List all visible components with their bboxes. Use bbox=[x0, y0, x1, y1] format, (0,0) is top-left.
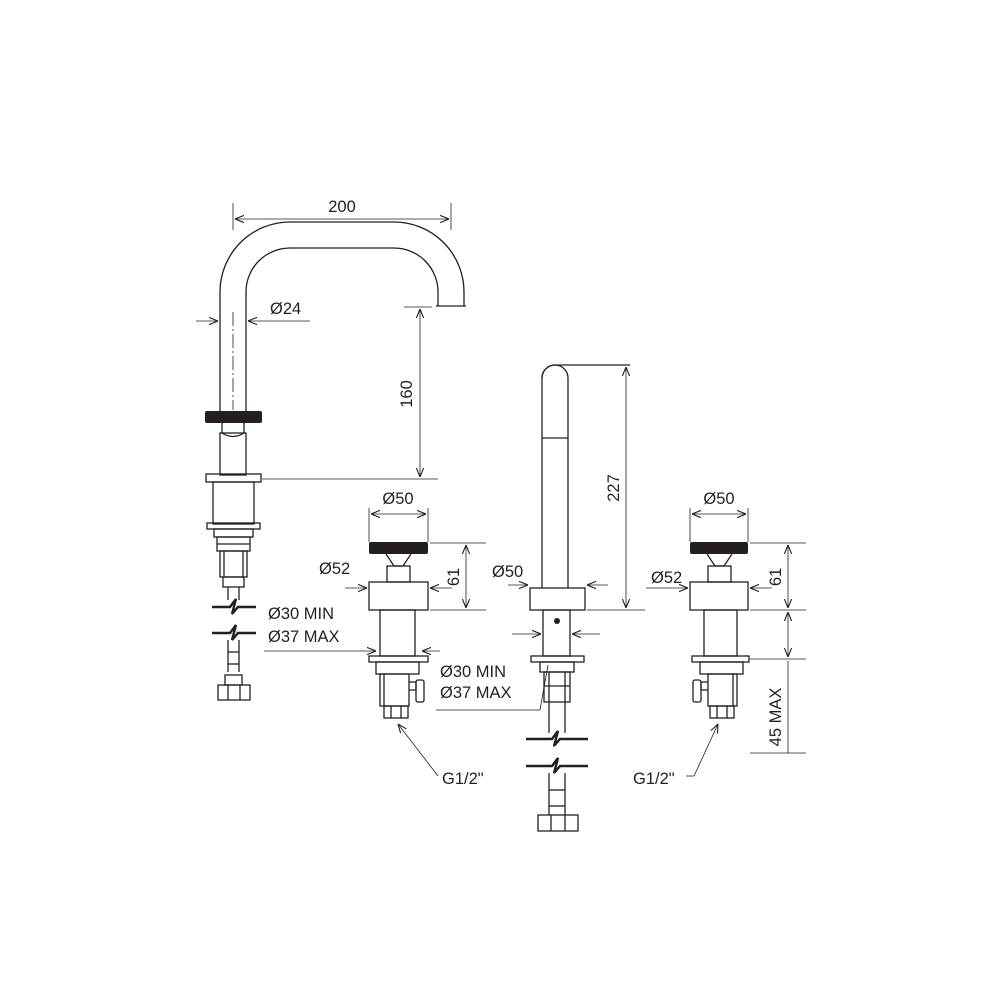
right-thread-label: G1/2" bbox=[633, 770, 675, 788]
center-base-diameter-label: Ø50 bbox=[492, 563, 523, 581]
tube-diameter-label: Ø24 bbox=[270, 300, 301, 318]
right-flange-diameter-label: Ø52 bbox=[651, 569, 682, 587]
center-spout-view: 227 Ø50 Ø30 MIN Ø37 MAX bbox=[436, 364, 645, 832]
spout-reach-label: 200 bbox=[328, 198, 356, 216]
left-flange-diameter-label: Ø52 bbox=[319, 560, 350, 578]
u-spout-view: 200 Ø24 160 Ø30 MIN Ø37 MAX bbox=[196, 198, 466, 701]
deck-thickness-label: 45 MAX bbox=[767, 688, 785, 747]
screw-dot bbox=[554, 618, 560, 624]
left-thread-label: G1/2" bbox=[442, 770, 484, 788]
center-hole-max-label: Ø37 MAX bbox=[440, 684, 512, 702]
left-knob-diameter-label: Ø50 bbox=[382, 490, 413, 508]
spout-height-label: 160 bbox=[398, 380, 416, 408]
knurled-ring bbox=[205, 411, 262, 423]
left-handle-view: Ø50 Ø52 61 G1/2" bbox=[319, 490, 486, 788]
left-knob bbox=[369, 542, 428, 554]
spout-hole-max-label: Ø37 MAX bbox=[268, 628, 340, 646]
right-knob bbox=[690, 542, 748, 554]
center-hole-min-label: Ø30 MIN bbox=[440, 663, 506, 681]
right-handle-height-label: 61 bbox=[767, 568, 785, 586]
spout-total-height-label: 227 bbox=[605, 474, 623, 502]
right-knob-diameter-label: Ø50 bbox=[703, 490, 734, 508]
right-handle-view: Ø50 Ø52 61 45 MAX bbox=[633, 490, 806, 788]
left-handle-height-label: 61 bbox=[445, 568, 463, 586]
spout-hole-min-label: Ø30 MIN bbox=[268, 605, 334, 623]
